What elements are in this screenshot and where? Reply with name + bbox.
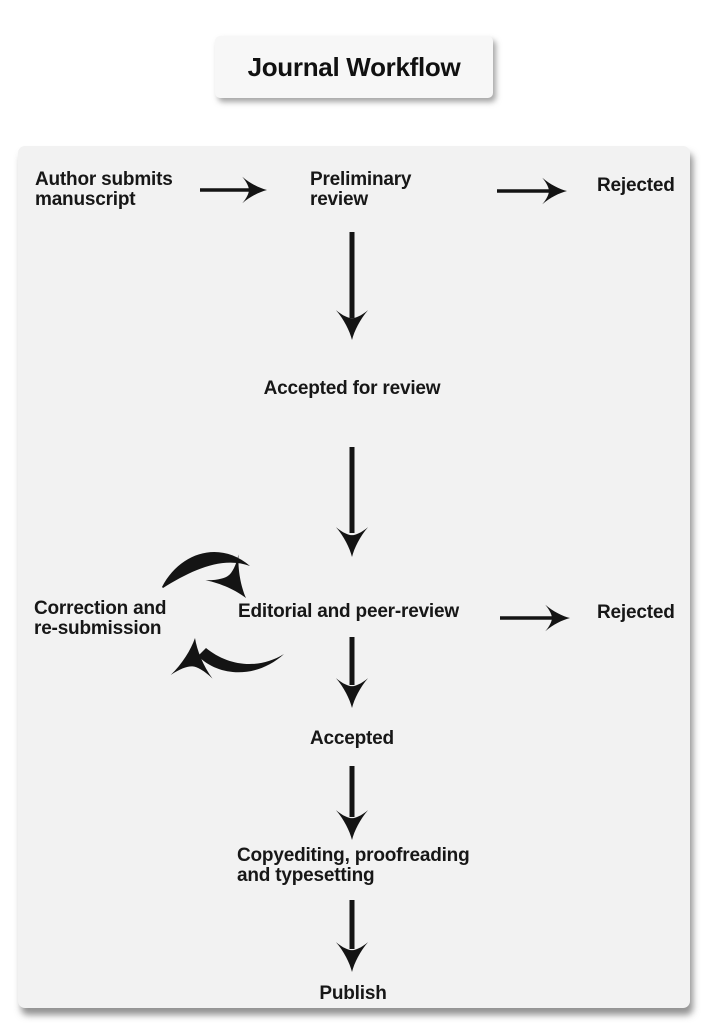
arrow-preliminary-to-accepted-review-icon	[335, 232, 369, 340]
arrow-accepted-review-to-editorial-icon	[335, 447, 369, 557]
node-copyediting: Copyediting, proofreading and typesettin…	[237, 845, 470, 886]
page-title: Journal Workflow	[247, 51, 461, 82]
node-rejected-top: Rejected	[597, 175, 675, 196]
node-rejected-mid: Rejected	[597, 602, 675, 623]
arrow-author-to-preliminary-icon	[200, 176, 267, 204]
node-correction-resubmission: Correction and re-submission	[34, 598, 167, 639]
node-accepted-for-review: Accepted for review	[263, 378, 441, 399]
arrow-correction-to-editorial-icon	[162, 551, 263, 611]
node-preliminary-review: Preliminary review	[310, 169, 412, 210]
arrow-editorial-to-rejected-icon	[500, 604, 570, 632]
arrow-copyediting-to-publish-icon	[335, 900, 369, 972]
diagram-title-card: Journal Workflow	[215, 36, 493, 98]
arrow-editorial-to-accepted-icon	[335, 637, 369, 708]
flowchart-arrows-layer	[162, 176, 570, 972]
arrow-accepted-to-copyediting-icon	[335, 766, 369, 840]
arrow-preliminary-to-rejected-icon	[497, 177, 567, 205]
node-publish: Publish	[319, 983, 387, 1004]
node-editorial-peer-review: Editorial and peer-review	[238, 601, 459, 622]
arrow-editorial-to-correction-icon	[170, 636, 284, 679]
node-accepted: Accepted	[310, 728, 394, 749]
node-author-submits: Author submits manuscript	[35, 169, 173, 210]
